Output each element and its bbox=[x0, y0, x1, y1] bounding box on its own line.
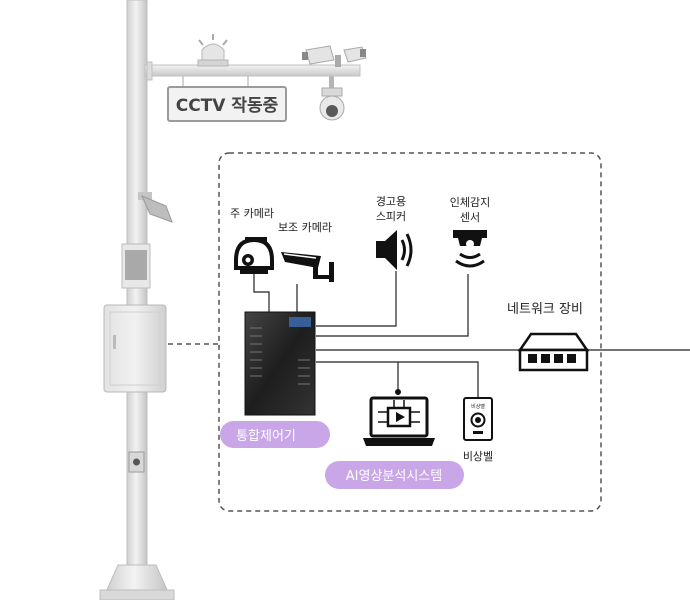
aux-camera-label: 보조 카메라 bbox=[278, 221, 332, 234]
bell-face-label: 비상벨 bbox=[471, 403, 485, 410]
pole-arm bbox=[144, 61, 361, 81]
sensor-label-line1: 인체감지 bbox=[450, 196, 490, 209]
controller-pill: 통합제어기 bbox=[220, 421, 330, 448]
cctv-sign: CCTV 작동중 bbox=[167, 76, 287, 122]
sign-text: CCTV 작동중 bbox=[176, 96, 279, 116]
motion-sensor-icon bbox=[453, 230, 487, 268]
integrated-controller bbox=[244, 311, 316, 416]
network-switch-icon bbox=[517, 332, 590, 372]
ai-system-pill: AI영상분석시스템 bbox=[325, 461, 464, 489]
cctv-camera-icon bbox=[302, 45, 367, 67]
speaker-label-line2: 스피커 bbox=[376, 210, 406, 223]
speaker-icon bbox=[376, 230, 413, 270]
ai-system-label: AI영상분석시스템 bbox=[346, 469, 442, 484]
emergency-bell-label: 비상벨 bbox=[463, 450, 493, 463]
bullet-camera-icon bbox=[281, 252, 334, 282]
side-camera-icon bbox=[138, 192, 173, 223]
ptz-camera-icon bbox=[234, 237, 274, 274]
control-cabinet bbox=[103, 304, 167, 393]
emergency-bell-icon: 비상벨 bbox=[463, 397, 493, 441]
beacon-light-icon bbox=[197, 34, 229, 67]
ai-monitor-icon bbox=[363, 389, 435, 446]
wiring bbox=[253, 271, 690, 398]
dome-camera-icon bbox=[319, 76, 345, 121]
controller-label: 통합제어기 bbox=[236, 429, 296, 444]
speaker-label-line1: 경고용 bbox=[376, 195, 406, 208]
sensor-label-line2: 센서 bbox=[460, 211, 480, 224]
street-pole bbox=[99, 0, 175, 600]
detail-panel-border bbox=[218, 152, 602, 512]
network-label: 네트워크 장비 bbox=[507, 302, 583, 317]
main-camera-label: 주 카메라 bbox=[230, 207, 274, 220]
